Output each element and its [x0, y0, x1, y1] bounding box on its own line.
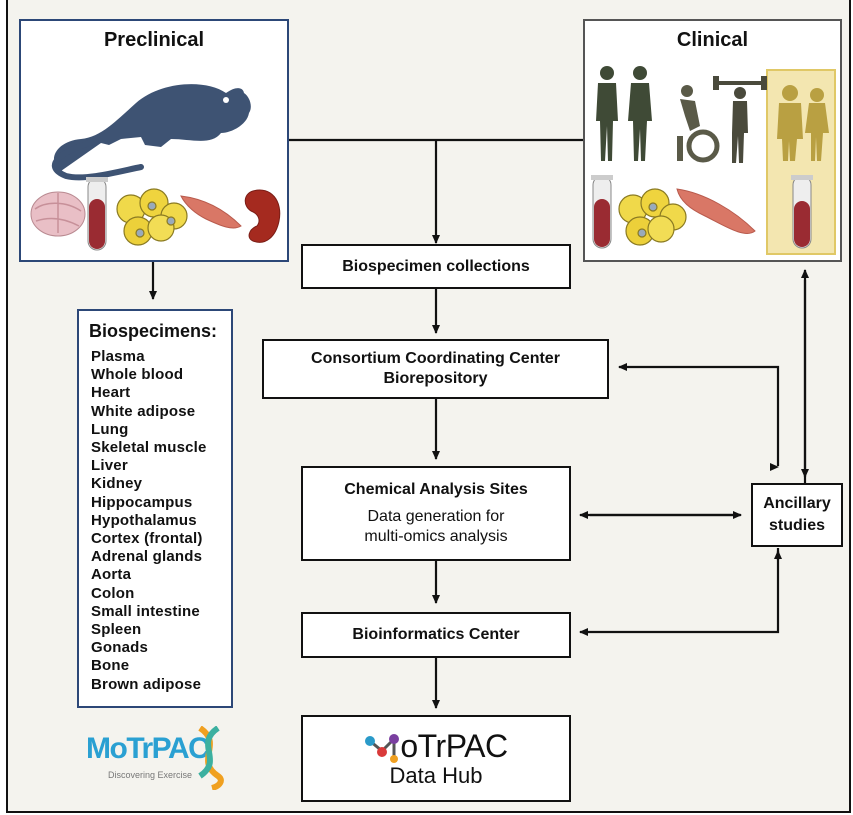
- rat-icon: [51, 84, 251, 181]
- biospecimen-item: Adrenal glands: [91, 548, 203, 566]
- arrow-ancillary-coordinating: [618, 363, 780, 466]
- preclinical-panel: Preclinical: [19, 19, 289, 262]
- biospecimen-item: Spleen: [91, 621, 142, 639]
- collections-box: Biospecimen collections: [301, 244, 571, 289]
- datahub-sub: Data Hub: [389, 763, 483, 788]
- logo-text: MoTrPAC: [86, 732, 210, 765]
- ancillary-figures-icon: [777, 85, 829, 161]
- biospecimen-item: Gonads: [91, 639, 149, 657]
- biospecimen-item: Brown adipose: [91, 675, 202, 693]
- biospecimen-item: Hippocampus: [91, 493, 193, 511]
- chemical-line2: multi-omics analysis: [364, 527, 508, 545]
- brain-icon: [30, 191, 86, 237]
- bioinformatics-label: Bioinformatics Center: [352, 626, 520, 643]
- human-figures-icon: [596, 66, 652, 161]
- chemical-line1: Data generation for: [367, 507, 505, 525]
- motrpac-logo: MoTrPAC Discovering Exercise: [86, 726, 226, 792]
- ancillary-highlight: [766, 69, 836, 255]
- biospecimen-item: Bone: [91, 657, 130, 675]
- clinical-adipose-icon: [618, 188, 687, 246]
- clinical-title: Clinical: [676, 29, 749, 51]
- biospecimen-item: Aorta: [91, 566, 132, 584]
- biospecimen-item: White adipose: [91, 402, 196, 420]
- collections-label: Biospecimen collections: [342, 257, 530, 275]
- coordinating-line2: Biorepository: [383, 370, 488, 387]
- adipose-icon: [116, 188, 188, 246]
- clinical-muscle-icon: [676, 188, 756, 234]
- arrow-ancillary-bioinformatics: [579, 548, 780, 636]
- coordinating-line1: Consortium Coordinating Center: [311, 350, 560, 367]
- ancillary-line2: studies: [768, 517, 825, 534]
- kidney-icon: [244, 189, 281, 243]
- biospecimen-item: Plasma: [91, 348, 145, 365]
- biospecimen-item: Colon: [91, 584, 135, 602]
- biospecimen-item: Liver: [91, 457, 128, 475]
- datahub-brand: oTrPAC: [400, 728, 508, 764]
- biospecimen-item: Whole blood: [91, 366, 184, 384]
- muscle-icon: [180, 195, 242, 229]
- biospecimen-item: Small intestine: [91, 602, 200, 620]
- clinical-blood-tube-icon: [591, 175, 613, 249]
- ancillary-line1: Ancillary: [763, 495, 831, 512]
- biospecimen-item: Hypothalamus: [91, 511, 197, 529]
- datahub-box[interactable]: oTrPAC Data Hub: [301, 715, 571, 802]
- ancillary-blood-tube-icon: [791, 175, 813, 249]
- datahub-brand-row: oTrPAC: [364, 728, 508, 765]
- biospecimen-item: Cortex (frontal): [91, 530, 203, 548]
- exercise-bike-icon: [677, 85, 720, 163]
- biospecimen-item: Skeletal muscle: [91, 439, 207, 457]
- ancillary-studies-box: Ancillary studies: [751, 483, 843, 547]
- clinical-panel: Clinical: [583, 19, 842, 262]
- clinical-illustration: [591, 66, 829, 249]
- preclinical-illustration: [30, 84, 281, 251]
- chemical-analysis-box: Chemical Analysis Sites Data generation …: [301, 466, 571, 561]
- blood-tube-icon: [86, 177, 108, 251]
- coordinating-center-box: Consortium Coordinating Center Bioreposi…: [262, 339, 609, 399]
- weightlifter-icon: [713, 76, 767, 163]
- preclinical-title: Preclinical: [103, 29, 205, 51]
- logo-tagline: Discovering Exercise: [108, 770, 193, 780]
- bioinformatics-box: Bioinformatics Center: [301, 612, 571, 658]
- chemical-title: Chemical Analysis Sites: [344, 480, 528, 498]
- biospecimen-item: Kidney: [91, 475, 143, 493]
- dna-helix-icon: [198, 726, 224, 790]
- biospecimen-item: Lung: [91, 420, 129, 438]
- motrpac-molecule-icon: [365, 733, 400, 763]
- biospecimens-title: Biospecimens:: [89, 321, 218, 341]
- biospecimen-item: Heart: [91, 384, 131, 402]
